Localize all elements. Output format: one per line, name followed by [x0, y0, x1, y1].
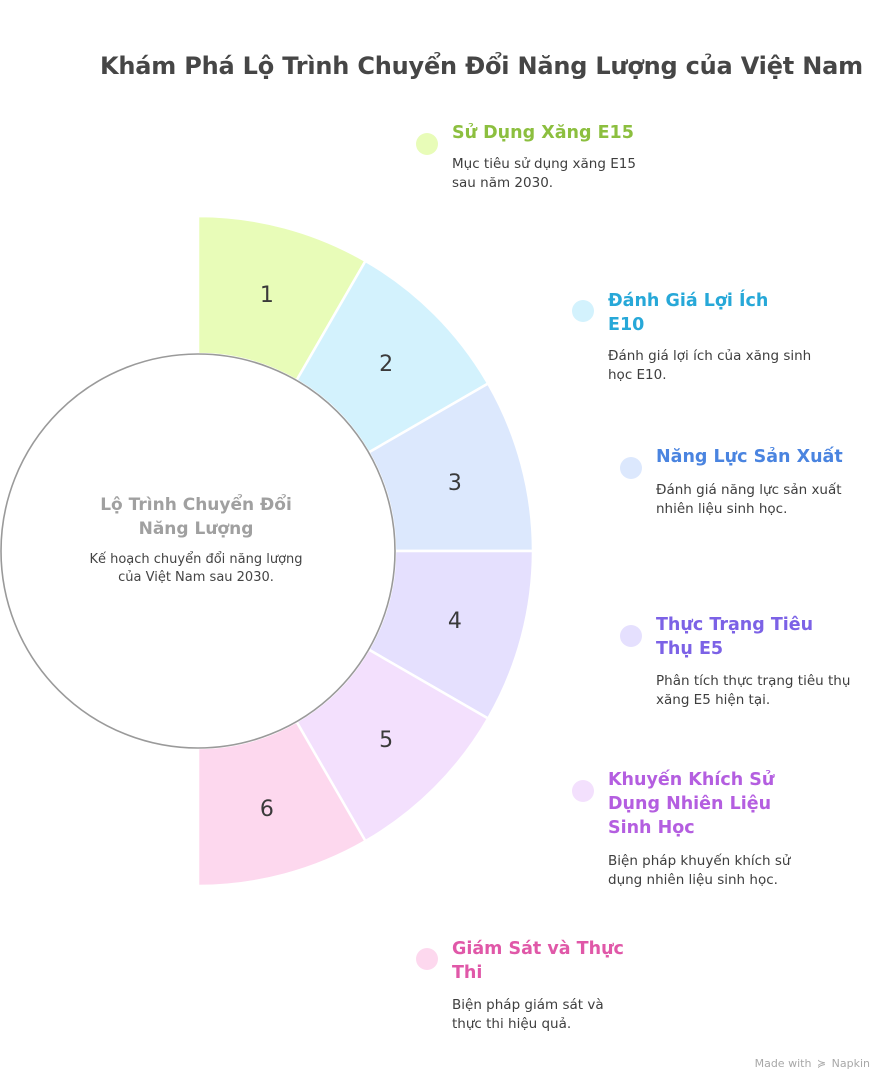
step-description: Đánh giá năng lực sản xuất nhiên liệu si…: [656, 482, 842, 517]
step-dot-icon: [572, 780, 594, 802]
center-description: Kế hoạch chuyển đổi năng lượng của Việt …: [89, 552, 303, 585]
step-heading: Đánh Giá Lợi Ích E10: [608, 291, 769, 335]
segment-number-3: 3: [448, 471, 462, 496]
step-heading: Sử Dụng Xăng E15: [452, 123, 634, 143]
page-title: Khám Phá Lộ Trình Chuyển Đổi Năng Lượng …: [100, 52, 863, 80]
step-description: Đánh giá lợi ích của xăng sinh học E10.: [608, 348, 812, 383]
step-dot-icon: [416, 133, 438, 155]
step-heading: Thực Trạng Tiêu Thụ E5: [656, 615, 814, 659]
segment-number-5: 5: [379, 728, 393, 753]
segment-number-2: 2: [379, 352, 393, 377]
step-dot-icon: [416, 948, 438, 970]
napkin-logo-icon: ≽: [816, 1057, 827, 1070]
step-description: Mục tiêu sử dụng xăng E15 sau năm 2030.: [452, 156, 636, 191]
step-description: Biện pháp giám sát và thực thi hiệu quả.: [452, 997, 604, 1032]
made-with-napkin-badge[interactable]: Made with ≽ Napkin: [755, 1057, 870, 1070]
step-dot-icon: [620, 457, 642, 479]
step-heading: Năng Lực Sản Xuất: [656, 447, 843, 467]
made-with-label: Made with: [754, 1057, 812, 1070]
center-title: Lộ Trình Chuyển Đổi Năng Lượng: [100, 495, 292, 539]
numbers-layer: 1 2 3 4 5 6: [260, 283, 462, 822]
step-heading: Giám Sát và Thực Thi: [452, 939, 624, 983]
segment-number-1: 1: [260, 283, 274, 308]
napkin-brand-label: Napkin: [831, 1057, 870, 1070]
step-heading: Khuyến Khích Sử Dụng Nhiên Liệu Sinh Học: [608, 770, 775, 838]
segments-layer: [196, 214, 535, 888]
center-label: Lộ Trình Chuyển Đổi Năng Lượng Kế hoạch …: [80, 493, 312, 587]
step-description: Phân tích thực trạng tiêu thụ xăng E5 hi…: [656, 673, 851, 708]
step-description: Biện pháp khuyến khích sử dụng nhiên liệ…: [608, 853, 791, 888]
step-dot-icon: [620, 625, 642, 647]
center-circle: [0, 353, 396, 749]
step-dot-icon: [572, 300, 594, 322]
segment-number-4: 4: [448, 609, 462, 634]
segment-number-6: 6: [260, 797, 274, 822]
